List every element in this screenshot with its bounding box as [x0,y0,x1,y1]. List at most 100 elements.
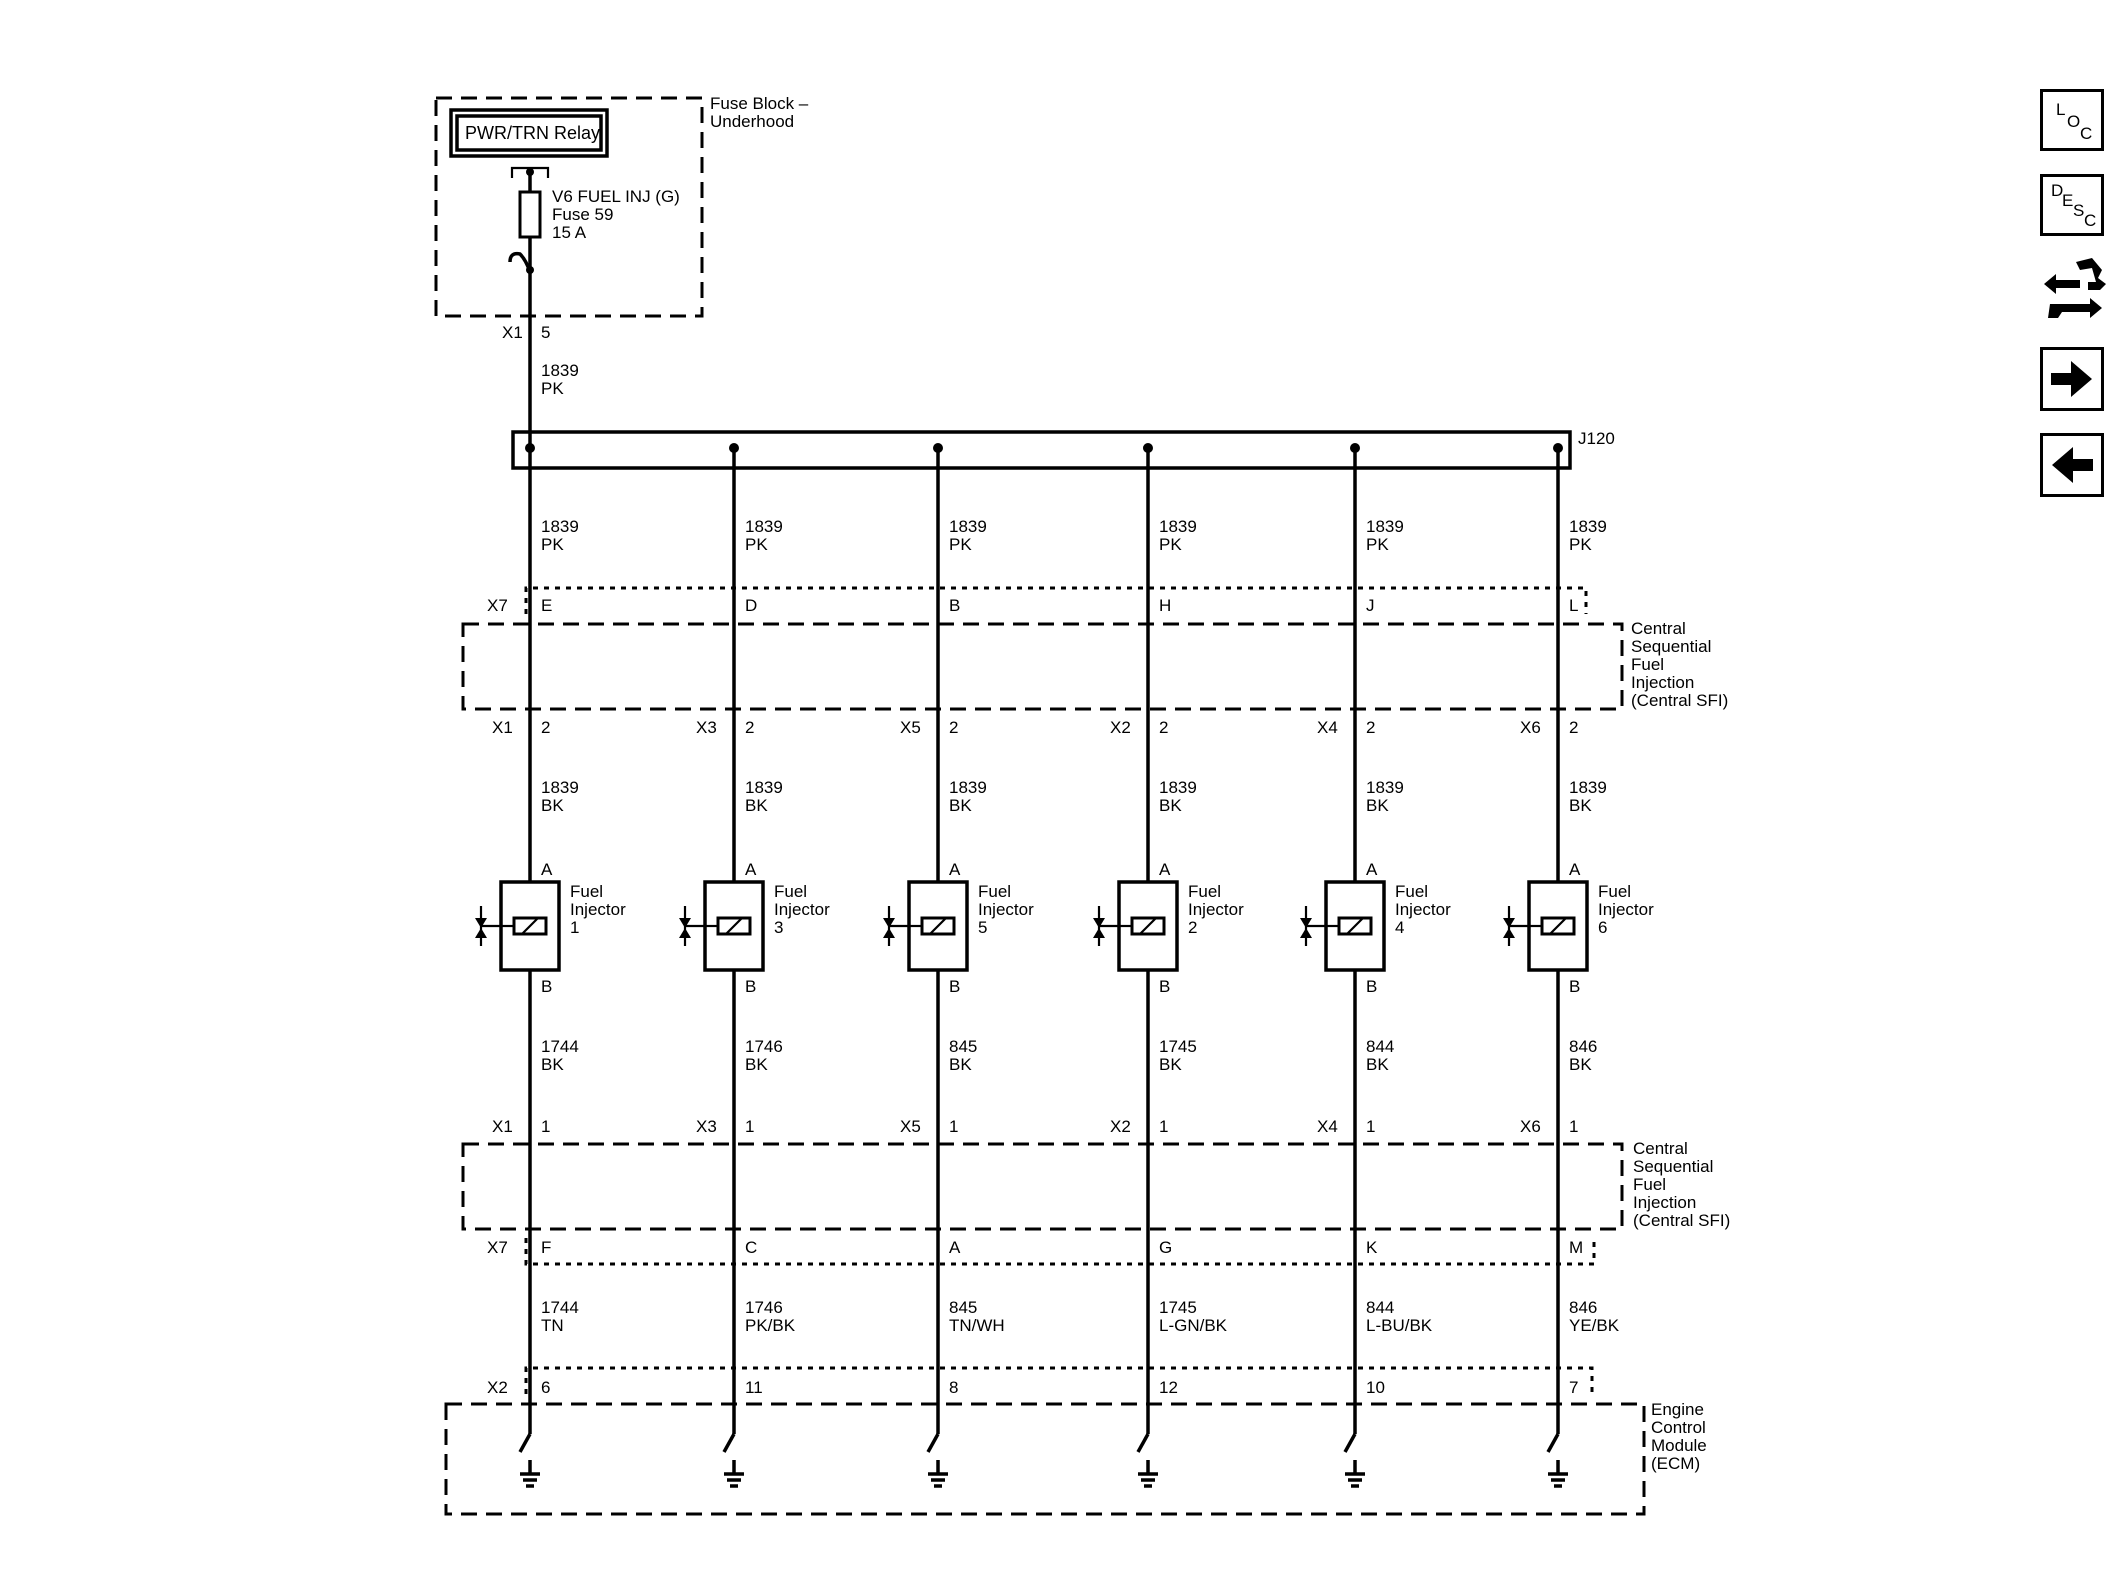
svg-text:Injection: Injection [1633,1193,1696,1212]
spray-arrow-icon [475,918,487,928]
forward-button[interactable] [2040,347,2104,411]
splice-node [729,443,739,453]
ecm-color: PK/BK [745,1316,796,1335]
injector-number: 1 [570,918,579,937]
ecm-pin: 8 [949,1378,958,1397]
fuse-pin: 5 [541,323,550,342]
fuse-terminal [508,251,532,273]
ecm-pin: 10 [1366,1378,1385,1397]
splice-node [1143,443,1153,453]
ecm-pin: 11 [745,1378,763,1397]
svg-text:Sequential: Sequential [1631,637,1711,656]
loc-button[interactable]: L O C [2040,89,2104,151]
ecm-color: L-BU/BK [1366,1316,1433,1335]
ecm-switch [1546,1433,1560,1453]
x7-top-pin: J [1366,596,1375,615]
splice-j120 [511,430,1572,470]
splice-color-label: PK [1159,535,1182,554]
splice-circuit-label: 1839 [1569,517,1607,536]
csfi-bottom-connector: X3 [696,1117,717,1136]
ecm-switch [518,1433,532,1453]
svg-text:(Central SFI): (Central SFI) [1633,1211,1730,1230]
pin-a-label: A [1366,860,1378,879]
inj-feed-color: BK [1159,796,1182,815]
splice-node [525,443,535,453]
injector-label-1: Fuel [570,882,603,901]
csfi-upper-label: Central Sequential Fuel Injection (Centr… [1631,619,1728,710]
fuse-number: Fuse 59 [552,205,613,224]
pin-b-label: B [1159,977,1170,996]
csfi-lower-box [461,1142,1624,1231]
ecm-circuit: 1746 [745,1298,783,1317]
relay-label: PWR/TRN Relay [465,123,600,143]
x2-label: X2 [487,1378,508,1397]
csfi-bottom-connector: X2 [1110,1117,1131,1136]
svg-text:Central: Central [1633,1139,1688,1158]
csfi-bottom-connector: X6 [1520,1117,1541,1136]
ecm-label: Engine Control Module (ECM) [1651,1400,1707,1473]
injector-number: 2 [1188,918,1197,937]
x7-bottom-pin: K [1366,1238,1378,1257]
ecm-switch [926,1433,940,1453]
svg-text:Engine: Engine [1651,1400,1704,1419]
splice-circuit-label: 1839 [745,517,783,536]
csfi-top-connector: X4 [1317,718,1338,737]
inj-feed-circuit: 1839 [1366,778,1404,797]
csfi-top-pin: 2 [1366,718,1375,737]
pin-b-label: B [949,977,960,996]
pin-b-label: B [1366,977,1377,996]
feed-color: PK [541,379,564,398]
inj-feed-circuit: 1839 [541,778,579,797]
harness-top-connector [524,586,1588,614]
x7-bottom-pin: C [745,1238,757,1257]
ecm-circuit: 846 [1569,1298,1597,1317]
svg-text:Fuel: Fuel [1631,655,1664,674]
desc-button[interactable]: D E S C [2040,174,2104,236]
splice-color-label: PK [949,535,972,554]
back-button[interactable] [2040,433,2104,497]
pin-a-label: A [1569,860,1581,879]
splice-node [1350,443,1360,453]
csfi-bottom-pin: 1 [745,1117,754,1136]
ecm-circuit: 845 [949,1298,977,1317]
x7-bottom-label: X7 [487,1238,508,1257]
ecm-pin: 7 [1569,1378,1578,1397]
spray-arrow-icon [1503,918,1515,928]
fuse-name: V6 FUEL INJ (G) [552,187,680,206]
splice-color-label: PK [1569,535,1592,554]
csfi-top-pin: 2 [541,718,550,737]
pin-b-label: B [745,977,756,996]
spray-arrow-icon [679,918,691,928]
inj-return-color: BK [1569,1055,1592,1074]
ecm-color: L-GN/BK [1159,1316,1228,1335]
injector-label-1: Fuel [1395,882,1428,901]
fuse-block-label: Fuse Block – [710,94,809,113]
injector-label-1: Fuel [978,882,1011,901]
csfi-top-pin: 2 [1569,718,1578,737]
connector-route-icon[interactable] [2040,254,2110,330]
inj-feed-color: BK [949,796,972,815]
ecm-color: TN/WH [949,1316,1005,1335]
csfi-top-connector: X3 [696,718,717,737]
csfi-top-pin: 2 [745,718,754,737]
csfi-top-connector: X5 [900,718,921,737]
inj-return-color: BK [949,1055,972,1074]
svg-text:Control: Control [1651,1418,1706,1437]
ecm-switch [1343,1433,1357,1453]
x7-top-pin: H [1159,596,1171,615]
inj-feed-circuit: 1839 [1569,778,1607,797]
injector-number: 4 [1395,918,1404,937]
splice-color-label: PK [541,535,564,554]
inj-return-color: BK [541,1055,564,1074]
csfi-bottom-pin: 1 [949,1117,958,1136]
pin-a-label: A [949,860,961,879]
ecm-pin: 6 [541,1378,550,1397]
inj-feed-circuit: 1839 [949,778,987,797]
csfi-bottom-connector: X1 [492,1117,513,1136]
pin-a-label: A [745,860,757,879]
inj-return-circuit: 1746 [745,1037,783,1056]
csfi-top-connector: X1 [492,718,513,737]
